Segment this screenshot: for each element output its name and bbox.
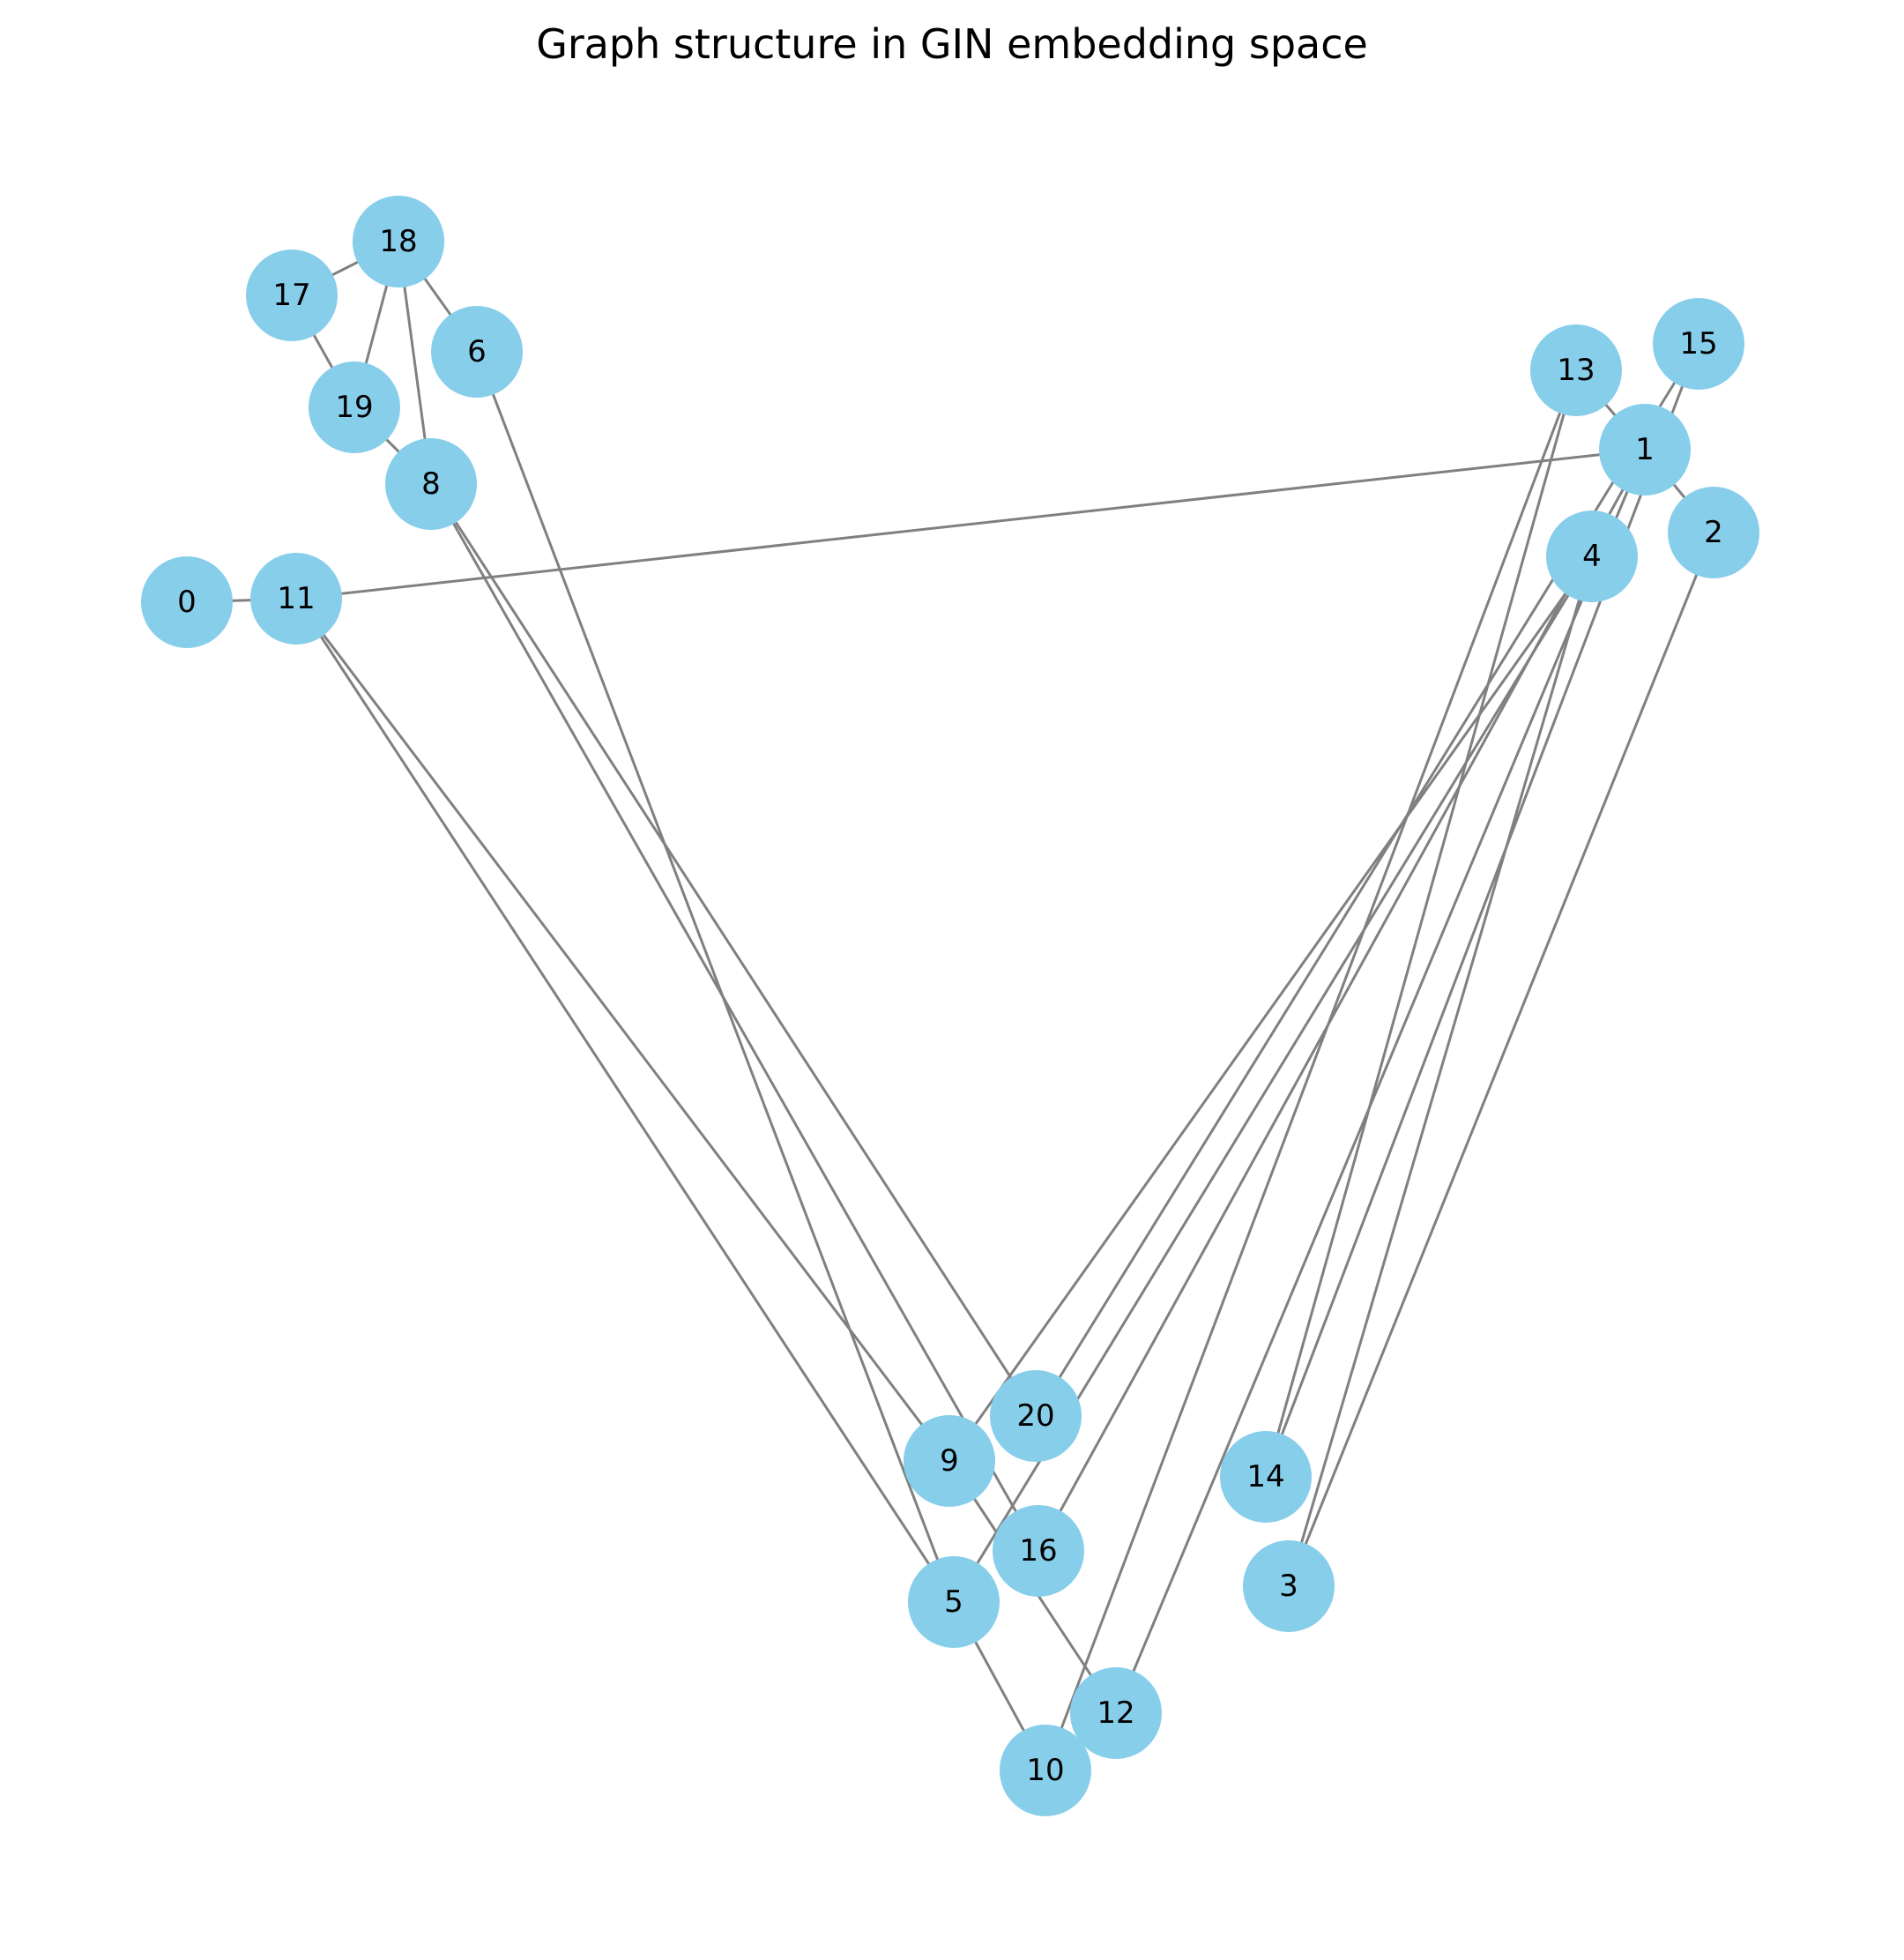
node-15: 15 (1653, 298, 1744, 390)
node-circle-10 (1000, 1725, 1091, 1816)
node-8: 8 (385, 438, 477, 530)
node-label-14: 14 (1246, 1459, 1284, 1494)
node-label-0: 0 (177, 585, 197, 620)
node-label-13: 13 (1557, 353, 1595, 388)
node-label-18: 18 (379, 224, 417, 259)
node-circle-11 (250, 553, 342, 645)
node-18: 18 (353, 196, 444, 287)
node-4: 4 (1546, 510, 1638, 602)
node-circle-3 (1243, 1540, 1335, 1632)
node-circle-13 (1530, 324, 1622, 416)
node-11: 11 (250, 553, 342, 645)
node-circle-9 (904, 1415, 995, 1507)
node-label-15: 15 (1679, 326, 1717, 361)
node-6: 6 (431, 306, 523, 398)
edge-1-12 (1114, 449, 1647, 1714)
node-circle-16 (993, 1505, 1084, 1597)
node-9: 9 (904, 1415, 995, 1507)
node-20: 20 (990, 1370, 1082, 1462)
node-circle-1 (1599, 404, 1691, 496)
node-label-8: 8 (421, 466, 441, 502)
node-circle-4 (1546, 510, 1638, 602)
node-circle-2 (1668, 487, 1759, 578)
node-1: 1 (1599, 404, 1691, 496)
node-label-17: 17 (272, 278, 310, 313)
edge-13-10 (1044, 369, 1578, 1771)
edge-8-16 (429, 483, 1040, 1552)
node-circle-0 (141, 556, 233, 648)
node-17: 17 (246, 250, 338, 341)
edge-11-5 (294, 598, 956, 1603)
edge-13-14 (1264, 369, 1578, 1478)
edge-8-20 (429, 483, 1038, 1417)
edge-4-3 (1287, 555, 1594, 1587)
node-label-11: 11 (277, 581, 315, 616)
node-label-20: 20 (1016, 1398, 1054, 1434)
node-circle-5 (908, 1556, 1000, 1648)
node-14: 14 (1220, 1431, 1312, 1523)
nodes-layer: 01234567891011121314151617181920 (141, 196, 1759, 1816)
node-2: 2 (1668, 487, 1759, 578)
node-circle-20 (990, 1370, 1082, 1462)
node-10: 10 (1000, 1725, 1091, 1816)
node-label-6: 6 (467, 334, 487, 369)
node-label-9: 9 (940, 1443, 959, 1479)
node-label-12: 12 (1097, 1695, 1134, 1731)
node-label-4: 4 (1582, 539, 1602, 574)
node-13: 13 (1530, 324, 1622, 416)
edge-11-1 (295, 448, 1646, 600)
node-circle-14 (1220, 1431, 1312, 1523)
node-0: 0 (141, 556, 233, 648)
node-label-1: 1 (1635, 432, 1655, 467)
node-circle-8 (385, 438, 477, 530)
node-circle-18 (353, 196, 444, 287)
graph-title: Graph structure in GIN embedding space (536, 20, 1368, 68)
node-12: 12 (1070, 1667, 1162, 1759)
node-label-2: 2 (1704, 515, 1723, 550)
node-label-16: 16 (1019, 1533, 1057, 1569)
edge-11-9 (294, 598, 951, 1462)
node-label-5: 5 (944, 1584, 963, 1620)
node-label-3: 3 (1279, 1569, 1298, 1604)
node-3: 3 (1243, 1540, 1335, 1632)
node-16: 16 (993, 1505, 1084, 1597)
node-label-19: 19 (335, 390, 373, 425)
edge-4-9 (948, 555, 1594, 1462)
node-19: 19 (309, 361, 400, 453)
edge-2-3 (1287, 532, 1715, 1587)
node-circle-12 (1070, 1667, 1162, 1759)
node-circle-19 (309, 361, 400, 453)
edge-6-5 (475, 351, 956, 1603)
node-circle-6 (431, 306, 523, 398)
node-5: 5 (908, 1556, 1000, 1648)
node-circle-17 (246, 250, 338, 341)
node-label-10: 10 (1026, 1753, 1064, 1788)
node-circle-15 (1653, 298, 1744, 390)
